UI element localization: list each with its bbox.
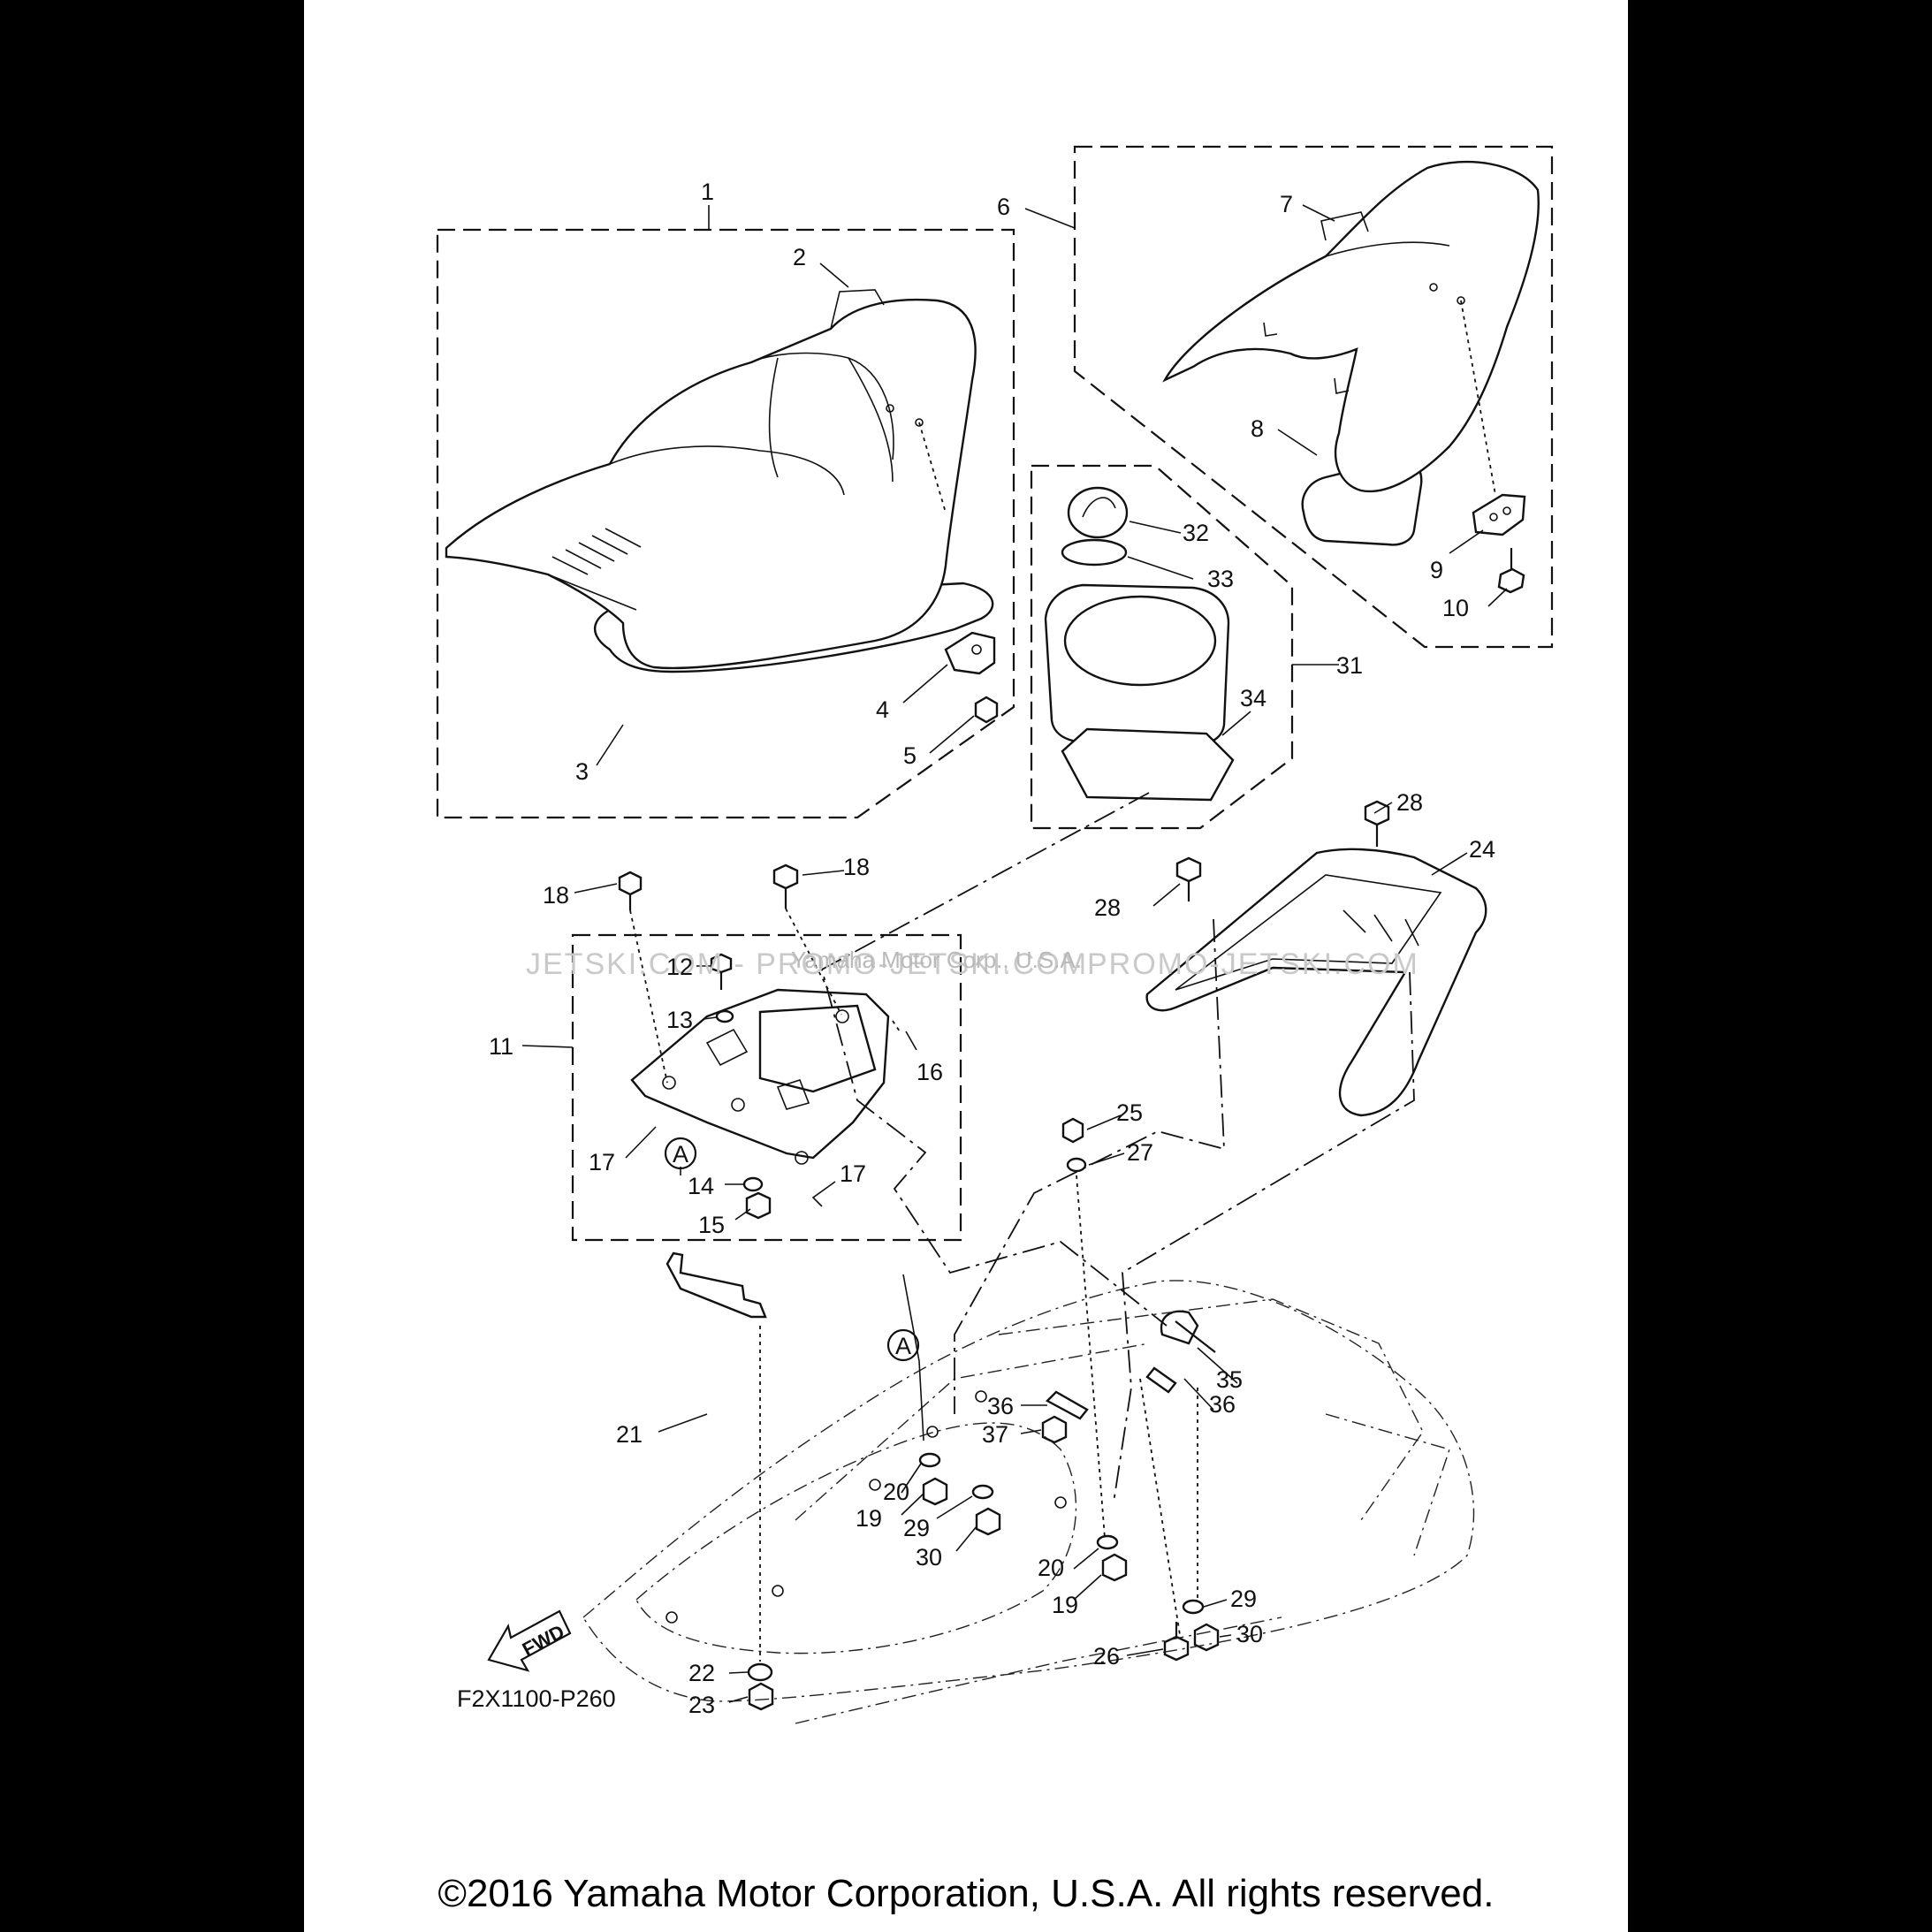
washer-14-drawing — [742, 1176, 764, 1192]
nut-30b-drawing — [1193, 1623, 1220, 1652]
copyright-footer: ©2016 Yamaha Motor Corporation, U.S.A. A… — [437, 1872, 1495, 1915]
nut-37-drawing — [1041, 1415, 1068, 1444]
callout-18a: 18 — [543, 882, 569, 909]
washer-20b-drawing — [1096, 1534, 1119, 1550]
callout-19b: 19 — [1052, 1592, 1078, 1618]
bolt-26-drawing — [1163, 1622, 1190, 1662]
nut-5-drawing — [974, 696, 999, 724]
callout-29b: 29 — [1230, 1586, 1257, 1612]
bolt-28-left-drawing — [1175, 856, 1202, 901]
callout-20b: 20 — [1038, 1555, 1064, 1581]
callout-12: 12 — [666, 954, 693, 980]
callout-36a: 36 — [987, 1393, 1014, 1419]
bolt-28-right-drawing — [1364, 800, 1390, 847]
callout-34: 34 — [1240, 685, 1266, 711]
bolt-18-left-drawing — [618, 871, 668, 1084]
callout-1: 1 — [701, 179, 714, 205]
callout-35: 35 — [1216, 1366, 1243, 1393]
storage-bin-drawing — [1044, 486, 1235, 802]
nut-19a-drawing — [922, 1477, 948, 1506]
leader-lines — [521, 204, 1508, 1703]
fwd-label: FWD — [519, 1620, 568, 1661]
bolt-25-drawing — [1061, 1117, 1084, 1144]
drawing-code: F2X1100-P260 — [457, 1685, 616, 1712]
grab-handle-drawing — [1145, 848, 1487, 1117]
callout-27: 27 — [1127, 1139, 1153, 1166]
washer-27-drawing — [1066, 1157, 1087, 1173]
callout-17a: 17 — [589, 1149, 615, 1175]
callout-5: 5 — [903, 742, 917, 769]
callout-8: 8 — [1251, 415, 1264, 442]
callout-18b: 18 — [843, 854, 870, 880]
clip-36-left-drawing — [1046, 1390, 1089, 1420]
callout-36b: 36 — [1209, 1391, 1236, 1418]
callout-21: 21 — [616, 1421, 643, 1448]
washer-29b-drawing — [1182, 1599, 1205, 1615]
callout-29a: 29 — [903, 1515, 930, 1541]
washer-22-drawing — [747, 1662, 773, 1682]
callout-7: 7 — [1280, 191, 1293, 217]
hull-outline — [582, 1280, 1475, 1724]
callout-2: 2 — [793, 244, 806, 270]
reference-mark-a-lower: A — [886, 1328, 920, 1362]
watermark-right: PROMO-JETSKI.COM — [1087, 947, 1419, 981]
rear-seat-drawing — [1162, 160, 1540, 546]
washer-29a-drawing — [971, 1484, 994, 1500]
group-box-31 — [1030, 464, 1294, 830]
callout-13: 13 — [666, 1007, 693, 1033]
callout-9: 9 — [1430, 557, 1443, 583]
callout-20a: 20 — [883, 1479, 909, 1505]
callout-30b: 30 — [1236, 1621, 1263, 1647]
callout-14: 14 — [688, 1173, 714, 1199]
callout-19a: 19 — [856, 1505, 882, 1532]
callout-16: 16 — [917, 1059, 943, 1085]
front-seat-drawing — [445, 289, 994, 673]
nut-30a-drawing — [975, 1507, 1001, 1536]
callout-22: 22 — [688, 1660, 715, 1686]
callout-28a: 28 — [1094, 894, 1121, 921]
callout-26: 26 — [1093, 1643, 1120, 1670]
callout-numbers: 1 2 3 4 5 6 7 8 9 10 11 12 13 14 15 16 1… — [489, 179, 1495, 1718]
callout-4: 4 — [876, 696, 889, 723]
callout-6: 6 — [997, 194, 1010, 220]
bolt-18-right-drawing — [772, 863, 842, 1015]
watermark-left: JETSKI.COM - PROMO-JETSKI.COM — [526, 947, 1088, 981]
callout-17b: 17 — [840, 1160, 866, 1187]
u-bolt-35-drawing — [1160, 1310, 1216, 1353]
deck-cover-drawing — [630, 988, 902, 1165]
callout-10: 10 — [1442, 595, 1469, 621]
reference-mark-a-upper: A — [664, 1137, 697, 1170]
callout-28b: 28 — [1396, 789, 1423, 816]
callout-15: 15 — [698, 1212, 725, 1238]
reference-mark-a-lower-label: A — [895, 1333, 911, 1359]
clip-36-right-drawing — [1145, 1366, 1177, 1394]
watermark-center: Yamaha Motor Corp., U.S.A. — [791, 947, 1082, 973]
callout-11: 11 — [489, 1033, 513, 1060]
callout-30a: 30 — [916, 1544, 942, 1571]
seat-bracket-4-drawing — [944, 631, 996, 675]
nut-23-drawing — [748, 1682, 774, 1711]
callout-37: 37 — [982, 1421, 1008, 1448]
group-box-11 — [571, 933, 962, 1242]
bolt-12-drawing — [710, 953, 733, 990]
nut-15-drawing — [745, 1191, 772, 1220]
washer-20a-drawing — [918, 1452, 941, 1468]
callout-33: 33 — [1207, 566, 1234, 592]
bolt-10-drawing — [1497, 548, 1525, 594]
callout-23: 23 — [688, 1692, 715, 1718]
washer-13-drawing — [715, 1009, 734, 1023]
callout-25: 25 — [1116, 1099, 1143, 1126]
callout-32: 32 — [1183, 520, 1209, 546]
callout-3: 3 — [575, 758, 589, 785]
seat-bracket-9-drawing — [1472, 493, 1526, 536]
bracket-21-drawing — [666, 1251, 767, 1319]
fwd-arrow: FWD — [487, 1609, 572, 1672]
group-box-6 — [1073, 145, 1554, 649]
nut-19b-drawing — [1101, 1553, 1128, 1582]
callout-31: 31 — [1336, 652, 1363, 679]
callout-24: 24 — [1469, 836, 1495, 863]
reference-mark-a-upper-label: A — [673, 1141, 688, 1168]
